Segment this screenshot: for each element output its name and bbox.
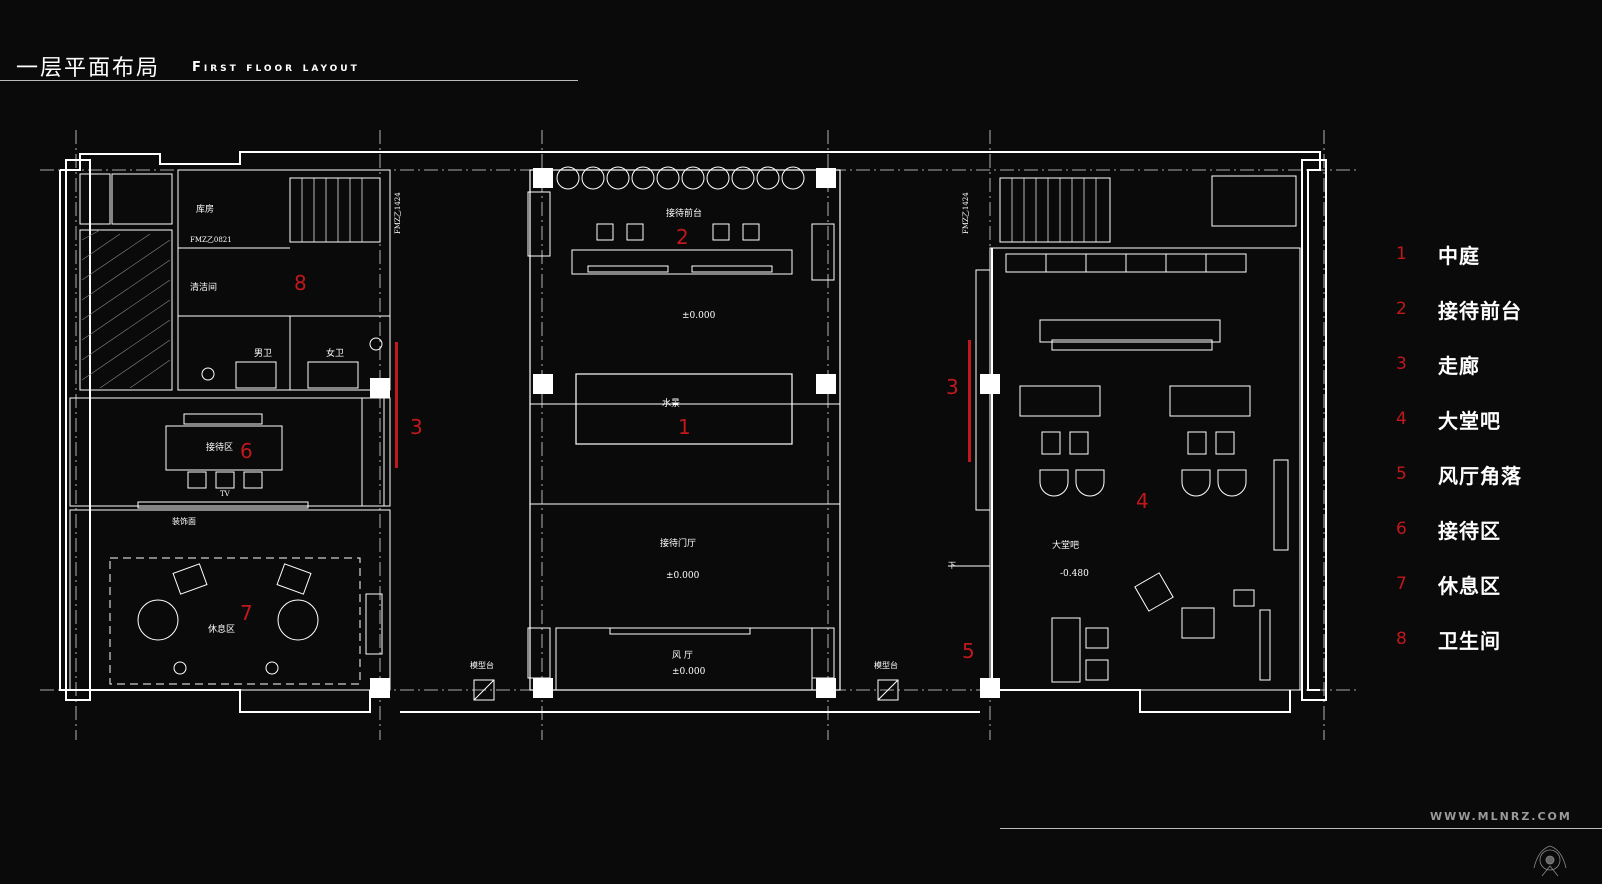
legend-item: 1 中庭 <box>1396 240 1586 295</box>
label-tv: TV <box>220 490 231 498</box>
left-service-block <box>177 169 391 391</box>
page-title: 一层平面布局 <box>16 56 161 81</box>
zone-number-7: 7 <box>240 601 253 625</box>
website-link: WWW.MLNRZ.COM <box>1430 810 1572 823</box>
label-door-left: FMZ乙1424 <box>394 192 402 234</box>
label-water-feature: 水景 <box>662 397 680 409</box>
label-model-stand-left: 模型台 <box>470 660 494 670</box>
level-lobby-bar: -0.480 <box>1060 569 1089 579</box>
legend-number: 6 <box>1396 519 1407 539</box>
label-door-store: FMZ乙0821 <box>190 236 232 244</box>
label-lounge: 休息区 <box>208 623 235 635</box>
left-stair <box>79 229 173 391</box>
legend-item: 7 休息区 <box>1396 570 1586 625</box>
legend-label: 中庭 <box>1438 244 1480 268</box>
label-down: 下 <box>948 561 956 570</box>
level-front-desk: ±0.000 <box>682 311 716 321</box>
axis-lines <box>40 130 1360 740</box>
zone-number-1: 1 <box>678 415 691 439</box>
legend-number: 5 <box>1396 464 1407 484</box>
page-header: 一层平面布局 First floor layout <box>0 0 580 84</box>
legend-number: 4 <box>1396 409 1407 429</box>
left-top-stair <box>289 177 381 243</box>
legend-label: 接待区 <box>1438 519 1501 543</box>
legend-label: 休息区 <box>1438 574 1501 598</box>
zone-number-3-right: 3 <box>946 375 959 399</box>
legend-item: 5 风厅角落 <box>1396 460 1586 515</box>
columns <box>370 168 1000 698</box>
label-womens-wc: 女卫 <box>326 347 344 359</box>
legend-label: 接待前台 <box>1438 299 1522 323</box>
zone-number-6: 6 <box>240 439 253 463</box>
level-entrance-hall: ±0.000 <box>666 571 700 581</box>
legend: 1 中庭 2 接待前台 3 走廊 4 大堂吧 5 风厅角落 6 接待区 7 休息… <box>1396 240 1586 680</box>
legend-number: 3 <box>1396 354 1407 374</box>
zone-number-4: 4 <box>1136 489 1149 513</box>
entry-glazing <box>556 166 805 190</box>
legend-item: 6 接待区 <box>1396 515 1586 570</box>
label-lobby-bar: 大堂吧 <box>1052 539 1079 551</box>
water-feature <box>575 373 793 445</box>
page-subtitle: First floor layout <box>192 60 360 75</box>
right-top-stair <box>999 177 1111 243</box>
floor-plan: 库房 FMZ乙0821 清洁间 男卫 女卫 接待区 TV 装饰面 休息区 接待前… <box>40 130 1360 740</box>
legend-label: 走廊 <box>1438 354 1480 378</box>
zone-number-3-left: 3 <box>410 415 423 439</box>
brand-logo-icon <box>1533 845 1567 877</box>
zone-number-8: 8 <box>294 271 307 295</box>
label-door-right: FMZ乙1424 <box>962 192 970 234</box>
footer-divider <box>1000 828 1602 829</box>
legend-label: 大堂吧 <box>1438 409 1501 433</box>
level-wind-hall: ±0.000 <box>672 667 706 677</box>
legend-label: 卫生间 <box>1438 629 1501 653</box>
outer-walls <box>59 151 1327 713</box>
legend-number: 7 <box>1396 574 1407 594</box>
label-entrance-hall: 接待门厅 <box>660 537 696 549</box>
legend-number: 1 <box>1396 244 1407 264</box>
label-decor-wall: 装饰面 <box>172 516 196 526</box>
legend-item: 2 接待前台 <box>1396 295 1586 350</box>
reception-area-room <box>69 397 391 507</box>
label-storeroom: 库房 <box>196 203 214 215</box>
label-wind-hall: 风 厅 <box>672 650 693 661</box>
legend-number: 8 <box>1396 629 1407 649</box>
corridor-marker-right <box>968 340 971 462</box>
zone-number-5: 5 <box>962 639 975 663</box>
legend-item: 4 大堂吧 <box>1396 405 1586 460</box>
bar-counter <box>1039 319 1221 343</box>
legend-label: 风厅角落 <box>1438 464 1522 488</box>
legend-number: 2 <box>1396 299 1407 319</box>
label-reception-area: 接待区 <box>206 441 233 453</box>
bar-cabinets <box>1005 253 1247 273</box>
label-model-stand-right: 模型台 <box>874 660 898 670</box>
label-cleaning: 清洁间 <box>190 281 217 293</box>
label-mens-wc: 男卫 <box>254 348 272 359</box>
zone-number-2: 2 <box>676 225 689 249</box>
legend-item: 3 走廊 <box>1396 350 1586 405</box>
corridor-marker-left <box>395 342 398 468</box>
legend-item: 8 卫生间 <box>1396 625 1586 680</box>
header-divider <box>0 80 578 81</box>
label-front-desk: 接待前台 <box>666 207 702 219</box>
front-desk <box>571 249 793 275</box>
lounge-room <box>69 509 391 691</box>
lobby-bar-room <box>989 247 1301 691</box>
